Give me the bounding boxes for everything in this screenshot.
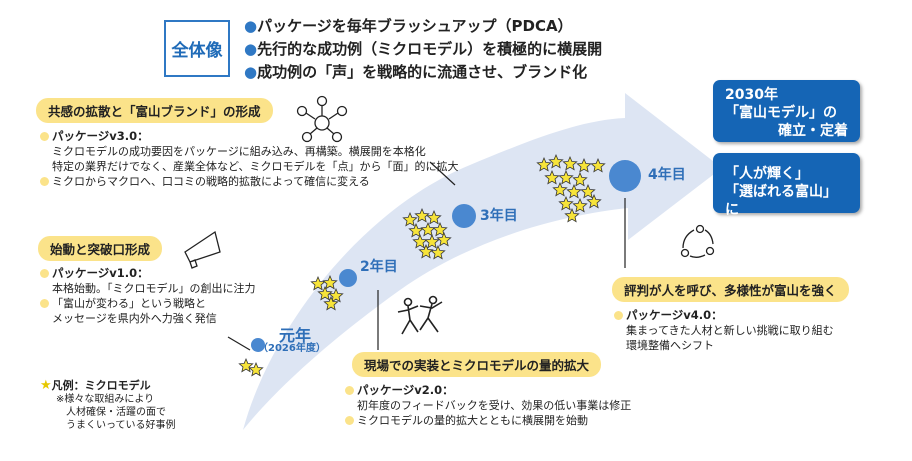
micro-model-star [586, 193, 602, 209]
milestone-year1 [251, 338, 265, 352]
goal-line: 確立・定着 [778, 123, 848, 139]
legend-note: うまくいっている好事例 [66, 420, 176, 431]
micro-model-star [572, 171, 588, 187]
micro-model-star [576, 157, 592, 173]
phase2-text: パッケージv2.0： 初年度のフィードバックを受け、効果の低い事業は修正 ミクロ… [345, 383, 631, 428]
micro-model-star [414, 207, 430, 223]
micro-model-star [536, 156, 552, 172]
overview-item-text: 成功例の「声」を戦略的に流通させ、ブランド化 [257, 63, 588, 81]
phase3-package: パッケージv3.0： [52, 129, 149, 143]
network-icon [296, 95, 348, 143]
cycle-icon [680, 224, 715, 258]
legend: ★凡例：ミクロモデル ※様々な取組みにより 人材確保・活躍の面で うまくいってい… [40, 378, 176, 432]
micro-model-star [572, 197, 588, 213]
year1-label: 元年 [279, 326, 312, 345]
phase4-text: パッケージv4.0： 集まってきた人材と新しい挑戦に取り組む 環境整備へシフト [614, 308, 834, 353]
phase4-package: パッケージv4.0： [626, 308, 723, 322]
overview-item-text: 先行的な成功例（ミクロモデル）を積極的に横展開 [257, 40, 603, 58]
micro-model-star [310, 275, 326, 291]
phase1-title: 始動と突破口形成 [38, 236, 163, 261]
phase3-title: 共感の拡散と「富山ブランド」の形成 [36, 98, 273, 123]
milestone-year4 [609, 160, 641, 192]
micro-model-star [323, 295, 339, 311]
micro-model-star [558, 169, 574, 185]
micro-model-star [408, 222, 424, 238]
year2-label: 2年目 [360, 259, 398, 275]
micro-model-star [564, 207, 580, 223]
milestone-year3 [452, 204, 476, 228]
micro-model-star [328, 287, 344, 303]
phase1-line: 本格始動。「ミクロモデル」の創出に注力 [52, 282, 256, 295]
phase2-package: パッケージv2.0： [357, 383, 454, 397]
micro-model-star [426, 209, 442, 225]
phase3-bullet: ミクロからマクロへ、口コミの戦略的拡散によって確信に変える [52, 175, 370, 188]
megaphone-icon [184, 230, 221, 269]
legend-title: 凡例：ミクロモデル [51, 379, 151, 392]
legend-note: ※様々な取組みにより [56, 394, 155, 405]
micro-model-star [430, 244, 446, 260]
year1-sub: （2026年度） [258, 343, 326, 354]
goal-line: 2030年 [725, 87, 778, 103]
micro-model-star [548, 153, 564, 169]
micro-model-star [432, 221, 448, 237]
phase4-line: 環境整備へシフト [626, 339, 714, 352]
micro-model-star [436, 231, 452, 247]
goal-box-2030: 2030年 「富山モデル」の 確立・定着 [713, 80, 860, 142]
people-dancing-icon [397, 295, 443, 335]
micro-model-star [566, 183, 582, 199]
star-icon: ★ [40, 378, 52, 393]
star-clusters [238, 153, 606, 377]
phase2-line: 初年度のフィードバックを受け、効果の低い事業は修正 [357, 399, 632, 412]
micro-model-star [580, 183, 596, 199]
milestone-year2 [339, 269, 357, 287]
phase1-bullet: メッセージを県内外へ力強く発信 [52, 312, 217, 325]
micro-model-star [552, 181, 568, 197]
arrow-shape [243, 93, 722, 430]
phase4-title: 評判が人を呼び、多様性が富山を強く [612, 277, 849, 302]
overview-item: ●先行的な成功例（ミクロモデル）を積極的に横展開 [244, 40, 603, 58]
micro-model-star [238, 357, 254, 373]
goal-line: 「富山モデル」の [725, 105, 837, 121]
overview-item-text: パッケージを毎年ブラッシュアップ（PDCA） [257, 17, 573, 35]
leader-line-1 [227, 336, 251, 351]
micro-model-star [590, 157, 606, 173]
goal-line: 「人が輝く」 [725, 166, 809, 182]
phase1-text: パッケージv1.0： 本格始動。「ミクロモデル」の創出に注力 「富山が変わる」と… [40, 266, 256, 326]
micro-model-star [402, 211, 418, 227]
micro-model-star [322, 274, 338, 290]
micro-model-star [544, 169, 560, 185]
phase1-bullet: 「富山が変わる」という戦略と [52, 297, 206, 310]
overview-label: 全体像 [164, 20, 230, 77]
phase2-bullet: ミクロモデルの量的拡大とともに横展開を始動 [357, 414, 588, 427]
year3-label: 3年目 [480, 208, 518, 224]
goal-box-vision: 「人が輝く」 「選ばれる富山」に [713, 153, 860, 218]
goal-line: 「選ばれる富山」に [725, 184, 837, 218]
micro-model-star [558, 195, 574, 211]
leader-line-3 [429, 161, 456, 186]
phase3-line: ミクロモデルの成功要因をパッケージに組み込み、再構築。横展開を本格化 [52, 145, 426, 158]
micro-model-star [424, 233, 440, 249]
overview-item: ●成功例の「声」を戦略的に流通させ、ブランド化 [244, 63, 588, 81]
phase4-line: 集まってきた人材と新しい挑戦に取り組む [626, 324, 834, 337]
phase3-line: 特定の業界だけでなく、産業全体など、ミクロモデルを「点」から「面」的に拡大 [52, 160, 459, 173]
legend-note: 人材確保・活躍の面で [66, 407, 166, 418]
year4-label: 4年目 [648, 167, 686, 183]
phase1-package: パッケージv1.0： [52, 266, 149, 280]
micro-model-star [248, 361, 264, 377]
phase2-title: 現場での実装とミクロモデルの量的拡大 [352, 352, 602, 377]
overview-item: ●パッケージを毎年ブラッシュアップ（PDCA） [244, 17, 573, 35]
phase3-text: パッケージv3.0： ミクロモデルの成功要因をパッケージに組み込み、再構築。横展… [40, 129, 458, 189]
micro-model-star [418, 243, 434, 259]
micro-model-star [562, 155, 578, 171]
micro-model-star [317, 285, 333, 301]
